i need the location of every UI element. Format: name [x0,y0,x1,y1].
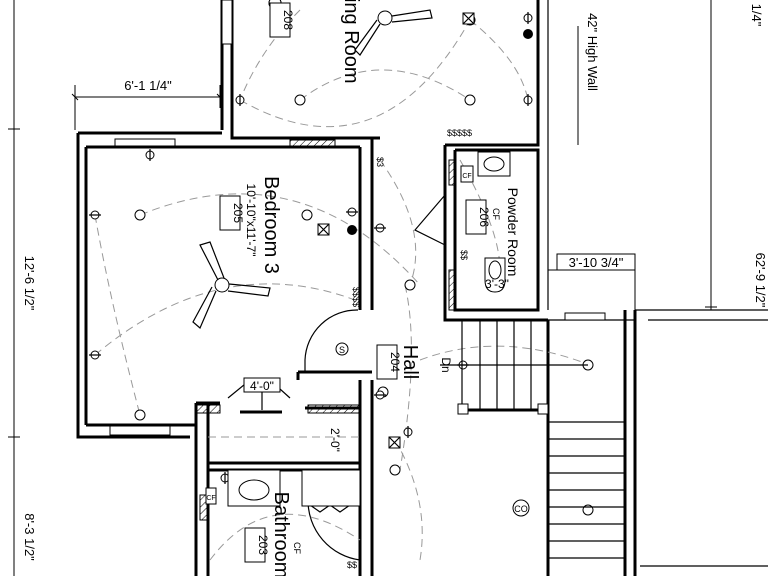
dim-62-9: 62'-9 1/2" [753,253,768,308]
walls [76,0,768,576]
svg-text:CF: CF [491,208,501,220]
svg-text:CO: CO [514,504,528,514]
svg-text:2'-0": 2'-0" [328,428,342,452]
svg-text:12'-6 1/2": 12'-6 1/2" [22,256,37,311]
room-label-powder: Powder Room [505,188,521,277]
room-label-hall: Hall [399,345,421,379]
svg-text:S: S [339,345,345,355]
svg-text:62'-9 1/2": 62'-9 1/2" [753,253,768,308]
svg-text:$$: $$ [459,250,469,260]
junction-boxes [317,12,475,449]
wall-outlets [89,12,533,484]
svg-text:42" High Wall: 42" High Wall [585,13,600,91]
svg-text:CF: CF [206,495,215,502]
stair-dn-label: Dn [439,357,453,372]
stairs [440,320,625,559]
svg-text:Powder Room: Powder Room [505,188,521,277]
svg-text:10'-10"x11'-7": 10'-10"x11'-7" [244,184,258,257]
svg-text:Hall: Hall [399,345,421,379]
dim-12-6: 12'-6 1/2" [22,256,37,311]
powder-room-fixtures: CF [460,151,511,293]
svg-text:Bedroom 3: Bedroom 3 [260,176,282,274]
ceiling-fan-icon [192,241,271,329]
room-number-box-204: 204 [376,344,402,380]
windows [109,0,606,436]
svg-text:203: 203 [256,535,270,555]
room-label-bathroom: Bathroom [270,492,292,576]
wall-note-label: 42" High Wall [585,13,600,91]
dim-8-3: 8'-3 1/2" [22,513,37,561]
svg-text:Bathroom: Bathroom [270,492,292,576]
room-number-box-205: 205 [219,195,245,231]
svg-text:Dn: Dn [439,357,453,372]
svg-text:$$$$$: $$$$$ [447,128,472,138]
bathroom-fan-label: CF [292,542,302,554]
svg-text:8'-3 1/2": 8'-3 1/2" [22,513,37,561]
svg-text:1/4": 1/4" [749,4,764,27]
room-label-bedroom3: Bedroom 3 [260,176,282,274]
svg-text:206: 206 [477,207,491,227]
svg-text:CF: CF [292,542,302,554]
dim-2-0: 2'-0" [328,428,342,452]
svg-text:205: 205 [231,203,245,223]
svg-text:$$$$: $$$$ [351,287,361,307]
room-number-box-206: 206 [465,199,491,235]
dim-3-3: 3'-3" [485,277,509,291]
dim-4-0: 4'-0" [250,379,274,393]
co-detector-icon: CO [512,499,530,517]
dim-6-1: 6'-1 1/4" [124,78,172,93]
room-number-box-208: 208 [269,2,295,38]
bathroom-fixtures: CF [205,469,361,507]
ceiling-fan-icon-living [354,9,433,56]
dim-3-10: 3'-10 3/4" [569,255,624,270]
room-number-box-203: 203 [244,527,270,563]
ceiling-lights [134,14,594,516]
room-label-living: Living Room [340,0,362,84]
svg-text:204: 204 [388,352,402,372]
dim-top-right: 1/4" [749,4,764,27]
svg-text:208: 208 [281,10,295,30]
room-size-bedroom3: 10'-10"x11'-7" [244,184,258,257]
powder-fan-label: CF [491,208,501,220]
hatched-walls [195,139,456,521]
svg-text:Living Room: Living Room [340,0,362,84]
svg-text:CF: CF [462,173,471,180]
left-dimension-lines [8,0,224,576]
svg-text:$3: $3 [375,157,385,167]
svg-text:$$: $$ [347,560,357,570]
